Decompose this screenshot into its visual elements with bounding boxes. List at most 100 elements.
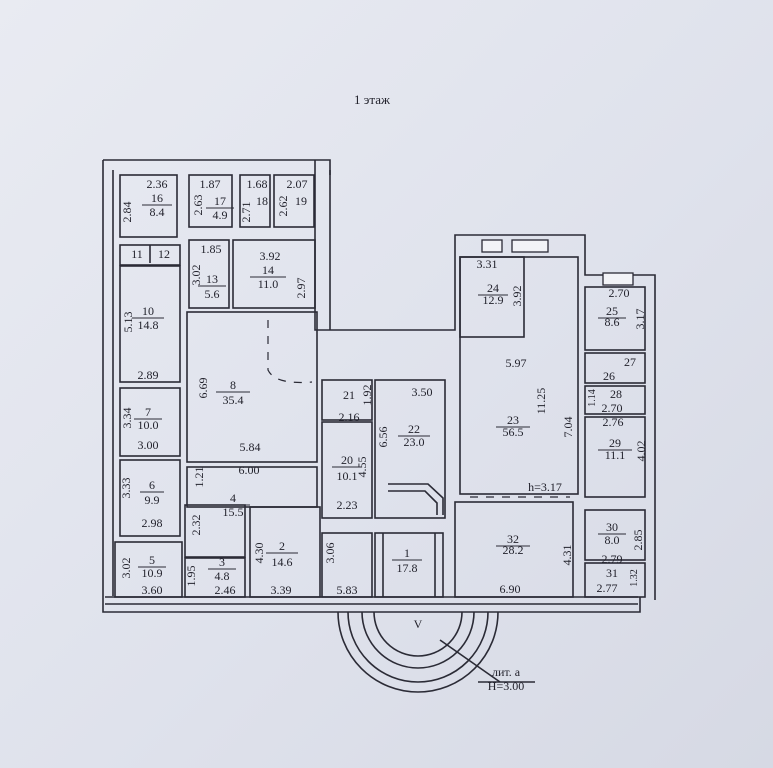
dim: 3.50 (412, 385, 433, 399)
dim: 2.36 (147, 177, 168, 191)
room-number: 13 (206, 272, 218, 286)
room-area: 56.5 (503, 425, 524, 439)
room-number: 14 (262, 263, 274, 277)
dim: 5.97 (506, 356, 527, 370)
room-number: 1 (404, 546, 410, 560)
dim: 2.77 (597, 581, 618, 595)
room-area: 35.4 (223, 393, 244, 407)
room-number: 25 (606, 304, 618, 318)
room-area: 14.8 (138, 318, 159, 332)
area-underlines (132, 204, 632, 570)
dim: 11.25 (534, 388, 548, 415)
room-number: 19 (295, 194, 307, 208)
dim: 2.79 (602, 552, 623, 566)
room-area: 10.0 (138, 418, 159, 432)
room-area: 8.0 (605, 533, 620, 547)
dim: 2.16 (339, 410, 360, 424)
dim: 3.02 (189, 265, 203, 286)
dim: 1.68 (247, 177, 268, 191)
dim: 3.92 (510, 286, 524, 307)
room-number: 7 (145, 405, 151, 419)
ceiling-height: h=3.17 (528, 480, 562, 494)
dim: 3.02 (119, 558, 133, 579)
entrance-mark: V (414, 617, 423, 631)
dim: 1.32 (629, 569, 640, 587)
room-area: 10.1 (337, 469, 358, 483)
room-area: 28.2 (503, 543, 524, 557)
dim: 1.95 (184, 566, 198, 587)
dim: 3.31 (477, 257, 498, 271)
dim: 2.63 (191, 195, 205, 216)
dim: 4.30 (252, 543, 266, 564)
dim: 2.97 (294, 278, 308, 299)
room-area: 14.6 (272, 555, 293, 569)
floor-title: 1 этаж (354, 92, 391, 107)
dim: 2.85 (631, 530, 645, 551)
room-area: 23.0 (404, 435, 425, 449)
room-area: 8.6 (605, 315, 620, 329)
annex-height: H=3.00 (488, 679, 524, 693)
dim: 1.92 (360, 385, 374, 406)
annex-label: лит. а (492, 665, 521, 679)
room-number: 18 (256, 194, 268, 208)
dim: 1.87 (200, 177, 221, 191)
room-number: 11 (131, 247, 143, 261)
rotunda: V лит. а H=3.00 (337, 611, 535, 693)
room-number: 17 (214, 194, 226, 208)
room-number: 31 (606, 566, 618, 580)
dim: 3.92 (260, 249, 281, 263)
room-number: 29 (609, 436, 621, 450)
dim: 2.23 (337, 498, 358, 512)
room-number: 32 (507, 532, 519, 546)
room-number: 12 (158, 247, 170, 261)
dim: 2.84 (120, 202, 134, 223)
room-number: 8 (230, 378, 236, 392)
dim: 2.46 (215, 583, 236, 597)
dim: 2.62 (276, 196, 290, 217)
dim: 5.84 (240, 440, 261, 454)
dim: 2.71 (239, 202, 253, 223)
room-area: 11.0 (258, 277, 279, 291)
room-area: 10.9 (142, 566, 163, 580)
room-number: 5 (149, 553, 155, 567)
room-number: 23 (507, 413, 519, 427)
dim: 4.31 (560, 545, 574, 566)
room-area: 15.5 (223, 505, 244, 519)
room-number: 30 (606, 520, 618, 534)
room-number: 4 (230, 491, 236, 505)
dim: 5.83 (337, 583, 358, 597)
room-number: 2 (279, 539, 285, 553)
dim: 6.69 (196, 378, 210, 399)
dim: 2.07 (287, 177, 308, 191)
room-number: 3 (219, 555, 225, 569)
room-area: 17.8 (397, 561, 418, 575)
dim: 3.60 (142, 583, 163, 597)
room-number: 28 (610, 387, 622, 401)
dim: 1.85 (201, 242, 222, 256)
room-area: 8.4 (150, 205, 165, 219)
dim: 2.70 (609, 286, 630, 300)
room-number: 6 (149, 478, 155, 492)
dim: 4.02 (634, 441, 648, 462)
room-number: 27 (624, 355, 636, 369)
room-number: 24 (487, 281, 499, 295)
room-number: 16 (151, 191, 163, 205)
dim: 3.33 (119, 478, 133, 499)
room-number: 22 (408, 422, 420, 436)
dim: 3.06 (323, 543, 337, 564)
dim: 6.56 (376, 427, 390, 448)
dim: 6.00 (239, 463, 260, 477)
dim: 3.39 (271, 583, 292, 597)
dim: 5.13 (121, 312, 135, 333)
dim: 2.32 (189, 515, 203, 536)
room-labels: 2.36 16 8.4 2.84 1.87 17 4.9 2.63 1.68 1… (119, 177, 648, 597)
room-number: 21 (343, 388, 355, 402)
dim: 3.17 (633, 309, 647, 330)
dim: 3.34 (120, 408, 134, 429)
dim: 2.98 (142, 516, 163, 530)
walls (102, 159, 656, 613)
dim: 7.04 (561, 417, 575, 438)
dim: 1.14 (587, 389, 598, 407)
room-number: 20 (341, 453, 353, 467)
